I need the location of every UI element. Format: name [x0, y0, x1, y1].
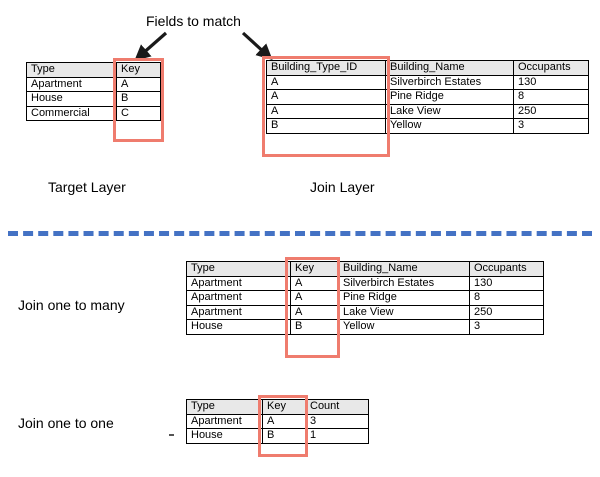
cell-building-name: Silverbirch Estates	[338, 275, 470, 292]
table-row: Apartment A Pine Ridge 8	[186, 290, 544, 306]
cell-building-type-id: A	[266, 103, 386, 120]
column-header-type: Type	[186, 399, 263, 415]
target-layer-table: Type Key Apartment A House B Commercial …	[26, 62, 161, 122]
join-one-to-one-table: Type Key Count Apartment A 3 House B 1	[186, 399, 369, 444]
cell-occupants: 3	[513, 118, 589, 134]
cell-occupants: 8	[513, 89, 589, 105]
table-row: House B	[26, 91, 161, 107]
column-header-building-name: Building_Name	[338, 261, 470, 277]
table-header-row: Type Key Count	[186, 399, 369, 415]
column-header-count: Count	[305, 399, 369, 415]
column-header-occupants: Occupants	[513, 60, 589, 76]
table-row: A Pine Ridge 8	[266, 89, 589, 105]
cell-key: A	[116, 76, 161, 93]
cell-type: Apartment	[26, 76, 117, 93]
table-row: A Lake View 250	[266, 103, 589, 120]
table-header-row: Type Key	[26, 62, 161, 78]
column-header-type: Type	[26, 62, 117, 78]
column-header-key: Key	[262, 399, 306, 415]
cell-building-name: Silverbirch Estates	[385, 74, 514, 91]
table-row: Apartment A Silverbirch Estates 130	[186, 275, 544, 292]
cell-occupants: 8	[469, 290, 544, 306]
column-header-key: Key	[116, 62, 161, 78]
cell-key: B	[116, 91, 161, 107]
fields-to-match-label: Fields to match	[146, 13, 241, 29]
stray-mark	[169, 434, 174, 436]
cell-building-name: Pine Ridge	[338, 290, 470, 306]
cell-key: C	[116, 105, 161, 122]
cell-occupants: 130	[513, 74, 589, 91]
join-layer-caption: Join Layer	[310, 179, 375, 195]
cell-key: A	[290, 290, 339, 306]
cell-building-type-id: A	[266, 89, 386, 105]
cell-type: House	[186, 428, 263, 444]
join-one-to-many-label: Join one to many	[18, 297, 125, 313]
cell-key: A	[290, 304, 339, 321]
cell-building-type-id: B	[266, 118, 386, 134]
cell-type: Apartment	[186, 290, 291, 306]
cell-key: B	[262, 428, 306, 444]
arrow-to-target-key	[134, 31, 168, 61]
cell-occupants: 130	[469, 275, 544, 292]
table-row: Apartment A 3	[186, 413, 369, 430]
cell-building-name: Lake View	[338, 304, 470, 321]
table-header-row: Type Key Building_Name Occupants	[186, 261, 544, 277]
cell-building-type-id: A	[266, 74, 386, 91]
table-row: A Silverbirch Estates 130	[266, 74, 589, 91]
cell-occupants: 3	[469, 319, 544, 335]
column-header-building-type-id: Building_Type_ID	[266, 60, 386, 76]
cell-count: 3	[305, 413, 369, 430]
join-layer-table: Building_Type_ID Building_Name Occupants…	[266, 60, 589, 134]
column-header-type: Type	[186, 261, 291, 277]
cell-type: Apartment	[186, 413, 263, 430]
cell-key: B	[290, 319, 339, 335]
join-one-to-many-table: Type Key Building_Name Occupants Apartme…	[186, 261, 544, 335]
join-one-to-one-label: Join one to one	[18, 415, 114, 431]
table-header-row: Building_Type_ID Building_Name Occupants	[266, 60, 589, 76]
column-header-building-name: Building_Name	[385, 60, 514, 76]
cell-type: House	[186, 319, 291, 335]
section-divider	[8, 231, 592, 236]
cell-count: 1	[305, 428, 369, 444]
target-layer-caption: Target Layer	[48, 179, 126, 195]
cell-building-name: Yellow	[385, 118, 514, 134]
cell-building-name: Lake View	[385, 103, 514, 120]
cell-occupants: 250	[469, 304, 544, 321]
column-header-key: Key	[290, 261, 339, 277]
cell-occupants: 250	[513, 103, 589, 120]
column-header-occupants: Occupants	[469, 261, 544, 277]
table-row: House B Yellow 3	[186, 319, 544, 335]
cell-type: House	[26, 91, 117, 107]
arrow-to-join-key	[241, 31, 273, 61]
cell-building-name: Pine Ridge	[385, 89, 514, 105]
table-row: Apartment A Lake View 250	[186, 304, 544, 321]
table-row: B Yellow 3	[266, 118, 589, 134]
cell-key: A	[290, 275, 339, 292]
cell-type: Commercial	[26, 105, 117, 122]
cell-type: Apartment	[186, 304, 291, 321]
cell-type: Apartment	[186, 275, 291, 292]
cell-building-name: Yellow	[338, 319, 470, 335]
table-row: House B 1	[186, 428, 369, 444]
table-row: Commercial C	[26, 105, 161, 122]
table-row: Apartment A	[26, 76, 161, 93]
cell-key: A	[262, 413, 306, 430]
